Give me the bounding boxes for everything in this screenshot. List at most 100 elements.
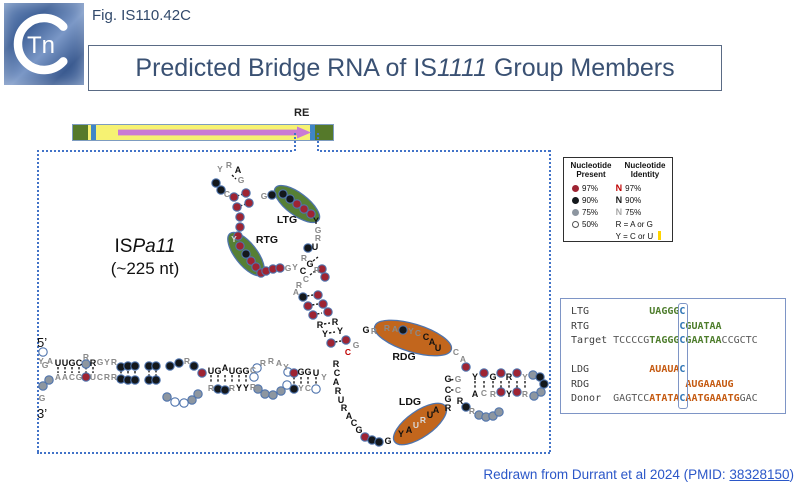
nucleotide-letter: R <box>522 389 528 399</box>
nucleotide-letter: C <box>351 418 358 428</box>
nucleotide-dot <box>278 189 288 199</box>
nucleotide-dot <box>512 387 522 397</box>
nucleotide-letter: A <box>235 165 242 175</box>
legend-box: Nucleotide Present Nucleotide Identity 9… <box>563 157 673 242</box>
nucleotide-letter: A <box>333 377 340 387</box>
legend-identity-header: Nucleotide Identity <box>624 161 666 179</box>
pmid-link[interactable]: 38328150 <box>729 467 790 482</box>
nucleotide-dot <box>536 387 546 397</box>
nucleotide-letter: A <box>472 389 479 399</box>
nucleotide-letter: R <box>208 383 214 393</box>
page-title: Predicted Bridge RNA of IS1111 Group Mem… <box>135 53 675 82</box>
nucleotide-letter: R <box>268 356 274 366</box>
nucleotide-letter: C <box>224 189 230 199</box>
legend-present-row: 97% <box>572 182 614 194</box>
base-pair-bond <box>311 303 319 306</box>
nucleotide-dot <box>298 292 308 302</box>
nucleotide-dot <box>283 367 293 377</box>
nucleotide-letter: G <box>355 425 362 435</box>
domain-oval-rdg <box>373 319 453 357</box>
nucleotide-letter: Y <box>104 357 110 367</box>
nucleotide-dot <box>494 407 504 417</box>
nucleotide-letter: G <box>444 394 451 404</box>
nucleotide-letter: C <box>481 388 487 398</box>
nucleotide-letter: R <box>469 406 475 416</box>
nucleotide-letter: R <box>384 323 390 333</box>
nucleotide-dot <box>528 370 538 380</box>
sequence-row-rdg: RDG AUGAAAUG <box>571 378 734 390</box>
domain-label-rtg: RTG <box>256 234 278 246</box>
nucleotide-letter: R <box>250 382 256 392</box>
domain-oval-ltg <box>273 184 321 224</box>
callout-connector-left <box>294 133 296 151</box>
three-prime-label: 3’ <box>37 406 48 421</box>
nucleotide-letter: A <box>55 372 61 382</box>
nucleotide-dot <box>323 307 333 317</box>
nucleotide-letter: G <box>235 366 242 376</box>
nucleotide-dot <box>303 243 313 253</box>
nucleotide-dot <box>317 264 327 274</box>
nucleotide-dot <box>289 368 299 378</box>
nucleotide-dot <box>256 268 266 278</box>
base-pair-bond <box>312 256 319 262</box>
nucleotide-dot <box>116 374 126 384</box>
nucleotide-dot <box>123 375 133 385</box>
nucleotide-letter: U <box>435 343 442 353</box>
legend-dot <box>572 208 579 216</box>
nucleotide-dot <box>179 398 189 408</box>
nucleotide-dot <box>268 264 278 274</box>
nucleotide-dot <box>374 437 384 447</box>
nucleotide-letter: G <box>455 374 462 384</box>
nucleotide-letter: A <box>406 425 413 435</box>
left-subterminal-blue <box>91 125 96 140</box>
nucleotide-letter: A <box>392 324 398 334</box>
nucleotide-dot <box>260 389 270 399</box>
nucleotide-letter: G <box>315 225 322 235</box>
nucleotide-letter: R <box>445 403 452 413</box>
nucleotide-letter: R <box>260 358 266 368</box>
nucleotide-letter: R <box>332 317 339 327</box>
nucleotide-dot <box>461 362 471 372</box>
nucleotide-letter: U <box>427 410 434 420</box>
nucleotide-dot <box>398 325 408 335</box>
nucleotide-dot <box>189 361 199 371</box>
base-pair-bond <box>316 312 323 315</box>
nucleotide-letter: R <box>317 320 324 330</box>
nucleotide-letter: C <box>345 347 351 357</box>
nucleotide-letter: Y <box>38 356 44 366</box>
nucleotide-letter: R <box>111 372 117 382</box>
nucleotide-letter: Y <box>408 326 414 336</box>
nucleotide-dot <box>241 249 251 259</box>
nucleotide-dot <box>193 389 203 399</box>
nucleotide-letter: G <box>68 358 75 368</box>
nucleotide-letter: Y <box>283 362 289 372</box>
nucleotide-dot <box>216 185 226 195</box>
nucleotide-letter: G <box>444 374 451 384</box>
nucleotide-letter: R <box>104 372 110 382</box>
nucleotide-dot <box>187 395 197 405</box>
left-end-green <box>73 125 88 140</box>
title-box: Predicted Bridge RNA of IS1111 Group Mem… <box>88 45 722 91</box>
nucleotide-dot <box>367 435 377 445</box>
nucleotide-letter: Y <box>298 383 304 393</box>
right-subterminal-blue <box>310 125 315 140</box>
nucleotide-dot <box>282 380 292 390</box>
nucleotide-dot <box>535 372 545 382</box>
nucleotide-letter: R <box>506 372 513 382</box>
nucleotide-letter: G <box>362 325 369 335</box>
nucleotide-letter: U <box>55 358 62 368</box>
nucleotide-dot <box>539 379 549 389</box>
nucleotide-letter: Y <box>522 372 528 382</box>
nucleotide-letter: R <box>314 265 320 275</box>
nucleotide-letter: G <box>42 360 49 370</box>
re-end-label: RE <box>294 107 310 119</box>
sequence-row-target: Target TCCCCGTAGGGCGAATAACCGCTC <box>571 335 758 346</box>
nucleotide-dot <box>275 263 285 273</box>
nucleotide-letter: C <box>300 266 307 276</box>
nucleotide-dot <box>170 397 180 407</box>
sequence-row-ltg: LTG UAGGGC <box>571 306 686 317</box>
nucleotide-letter: G <box>384 436 391 446</box>
nucleotide-dot <box>130 361 140 371</box>
nucleotide-letter: C <box>415 328 421 338</box>
